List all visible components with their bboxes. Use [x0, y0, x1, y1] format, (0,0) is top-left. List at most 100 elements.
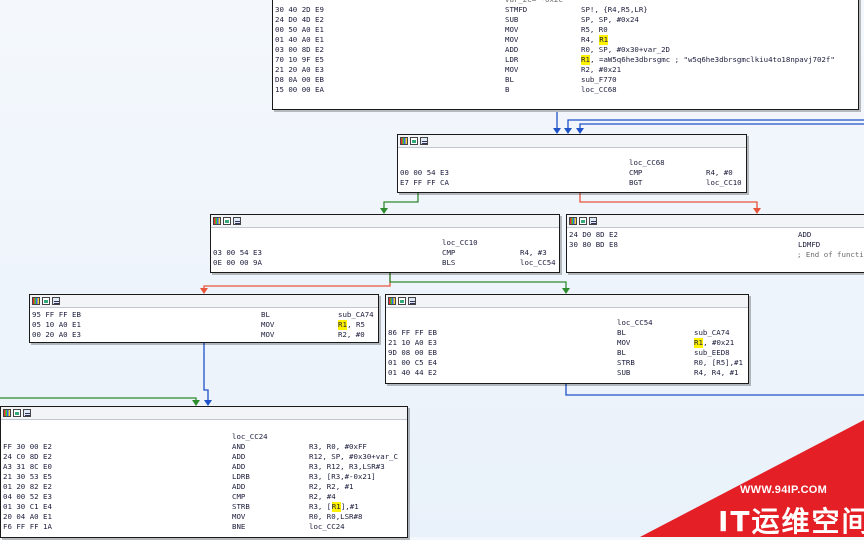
edit-image-icon[interactable]: [398, 297, 406, 305]
edit-image-icon[interactable]: [410, 137, 418, 145]
operands: R2, #4: [309, 492, 336, 501]
text-view-icon[interactable]: [589, 217, 597, 225]
instruction-row[interactable]: 24 D0 8D E2ADDSP, SP, #0x24: [569, 230, 864, 240]
edit-image-icon[interactable]: [579, 217, 587, 225]
operands: R4, #3: [520, 248, 547, 257]
mnemonic: BL: [505, 75, 514, 84]
node-titlebar: [211, 215, 559, 228]
comment-text: ; End of function: [797, 250, 864, 259]
node-epilogue-body: 24 D0 8D E2ADDSP, SP, #0x2430 80 BD E8LD…: [567, 228, 864, 260]
mnemonic: MOV: [261, 330, 275, 339]
operands: sub_F770: [581, 75, 617, 84]
label-row: loc_CC10: [213, 238, 559, 248]
opcode-bytes: 21 10 A0 E3: [388, 338, 437, 347]
operands: R5, R0: [581, 25, 608, 34]
operands: R12, SP, #0x30+var_C: [309, 452, 398, 461]
graph-colors-icon[interactable]: [213, 217, 221, 225]
edge-cc68-true: [383, 193, 419, 208]
edit-image-icon[interactable]: [13, 409, 21, 417]
edge-loop1-to-cc68: [567, 119, 864, 128]
highlighted-register: R1: [599, 35, 609, 45]
arrowhead: [204, 400, 212, 406]
graph-colors-icon[interactable]: [400, 137, 408, 145]
code-label: loc_CC54: [617, 318, 653, 327]
operands: loc_CC10: [706, 178, 742, 187]
arrowhead: [553, 128, 561, 134]
edit-image-icon[interactable]: [223, 217, 231, 225]
opcode-bytes: FF 30 00 E2: [3, 442, 52, 451]
graph-colors-icon[interactable]: [3, 409, 11, 417]
mnemonic: STRB: [232, 502, 250, 511]
arrowhead: [200, 288, 208, 294]
opcode-bytes: 03 00 8D E2: [275, 45, 324, 54]
text-view-icon[interactable]: [52, 297, 60, 305]
text-view-icon[interactable]: [23, 409, 31, 417]
node-epilogue[interactable]: 24 D0 8D E2ADDSP, SP, #0x2430 80 BD E8LD…: [566, 214, 864, 273]
arrowhead: [564, 128, 572, 134]
text-view-icon[interactable]: [420, 137, 428, 145]
graph-colors-icon[interactable]: [388, 297, 396, 305]
mnemonic: B: [505, 85, 510, 94]
operands: R3, [R3,#-0x21]: [309, 472, 376, 481]
instruction-row[interactable]: 30 80 BD E8LDMFDSP!, {R4,R5,PC}: [569, 240, 864, 250]
stack-var-text: var_2C= -0x2C: [505, 0, 563, 5]
mnemonic: BL: [261, 310, 270, 319]
text-view-icon[interactable]: [233, 217, 241, 225]
graph-colors-icon[interactable]: [569, 217, 577, 225]
instruction-row[interactable]: var_2C= -0x2C: [275, 0, 858, 5]
opcode-bytes: A3 31 8C E0: [3, 462, 52, 471]
operands: loc_CC54: [520, 258, 556, 267]
operands: SP, SP, #0x24: [581, 15, 639, 24]
opcode-bytes: 15 00 00 EA: [275, 85, 324, 94]
opcode-bytes: 00 20 A0 E3: [32, 330, 81, 339]
operands: R2, #0x21: [581, 65, 622, 74]
opcode-bytes: 70 10 9F E5: [275, 55, 324, 64]
opcode-bytes: 20 04 A0 E1: [3, 512, 52, 521]
instruction-row[interactable]: ; End of function: [569, 250, 864, 260]
graph-colors-icon[interactable]: [32, 297, 40, 305]
mnemonic: BLS: [442, 258, 456, 267]
mnemonic: BL: [617, 328, 626, 337]
edit-image-icon[interactable]: [42, 297, 50, 305]
operands: sub_CA74: [338, 310, 374, 319]
operands: , =aW5q6he3dbrsgmc ; "w5q6he3dbrsgmclkiu…: [590, 55, 835, 64]
text-view-icon[interactable]: [408, 297, 416, 305]
